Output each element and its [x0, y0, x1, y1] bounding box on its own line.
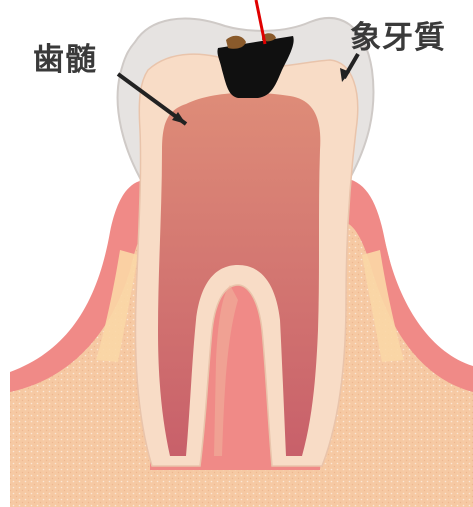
label-pulp: 歯髄: [33, 34, 97, 79]
label-enamel: 象牙質: [350, 12, 446, 57]
